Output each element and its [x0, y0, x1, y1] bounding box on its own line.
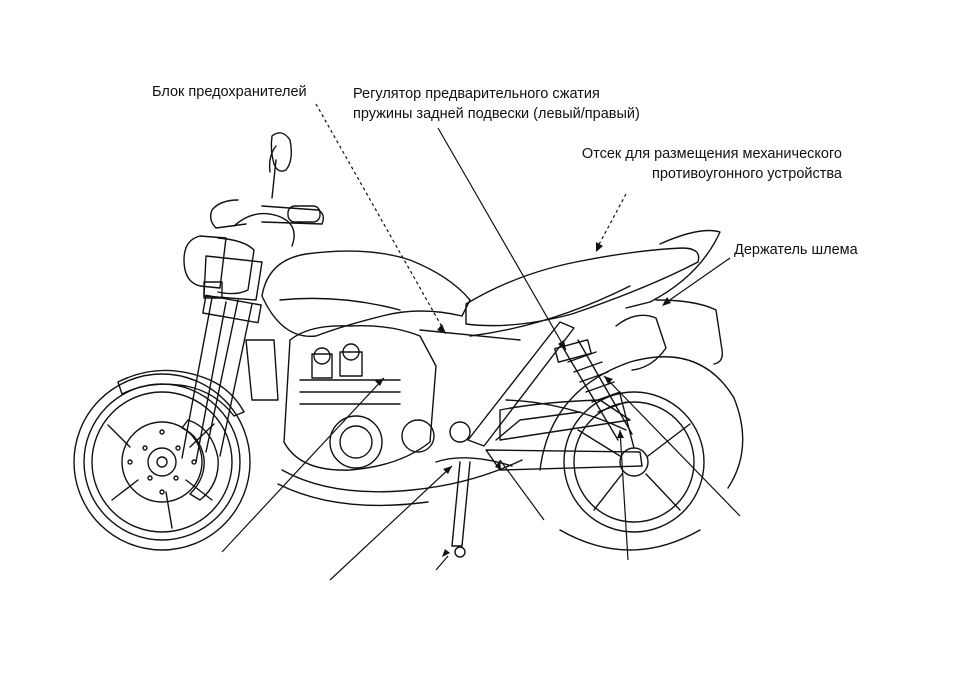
exhaust	[282, 460, 522, 492]
lock-compartment-label: Отсек для размещения механического проти…	[582, 144, 842, 184]
rear-wheel	[540, 357, 743, 550]
rear-preload-leader	[438, 128, 566, 350]
muffler	[616, 315, 666, 370]
handlebar	[211, 133, 324, 246]
headlight	[184, 236, 254, 298]
fuel-tank	[262, 251, 470, 336]
lock-compartment-leader	[596, 194, 626, 250]
fuse-box-label: Блок предохранителей	[152, 82, 307, 102]
helmet-holder-leader	[664, 258, 730, 304]
seat	[466, 248, 699, 326]
helmet-holder-label: Держатель шлема	[734, 240, 858, 260]
side-stand	[452, 462, 470, 546]
engine	[246, 326, 470, 470]
tail-cowl	[626, 231, 720, 309]
front-wheel	[74, 374, 250, 550]
rear-preload-label: Регулятор предварительного сжатия пружин…	[353, 84, 640, 124]
